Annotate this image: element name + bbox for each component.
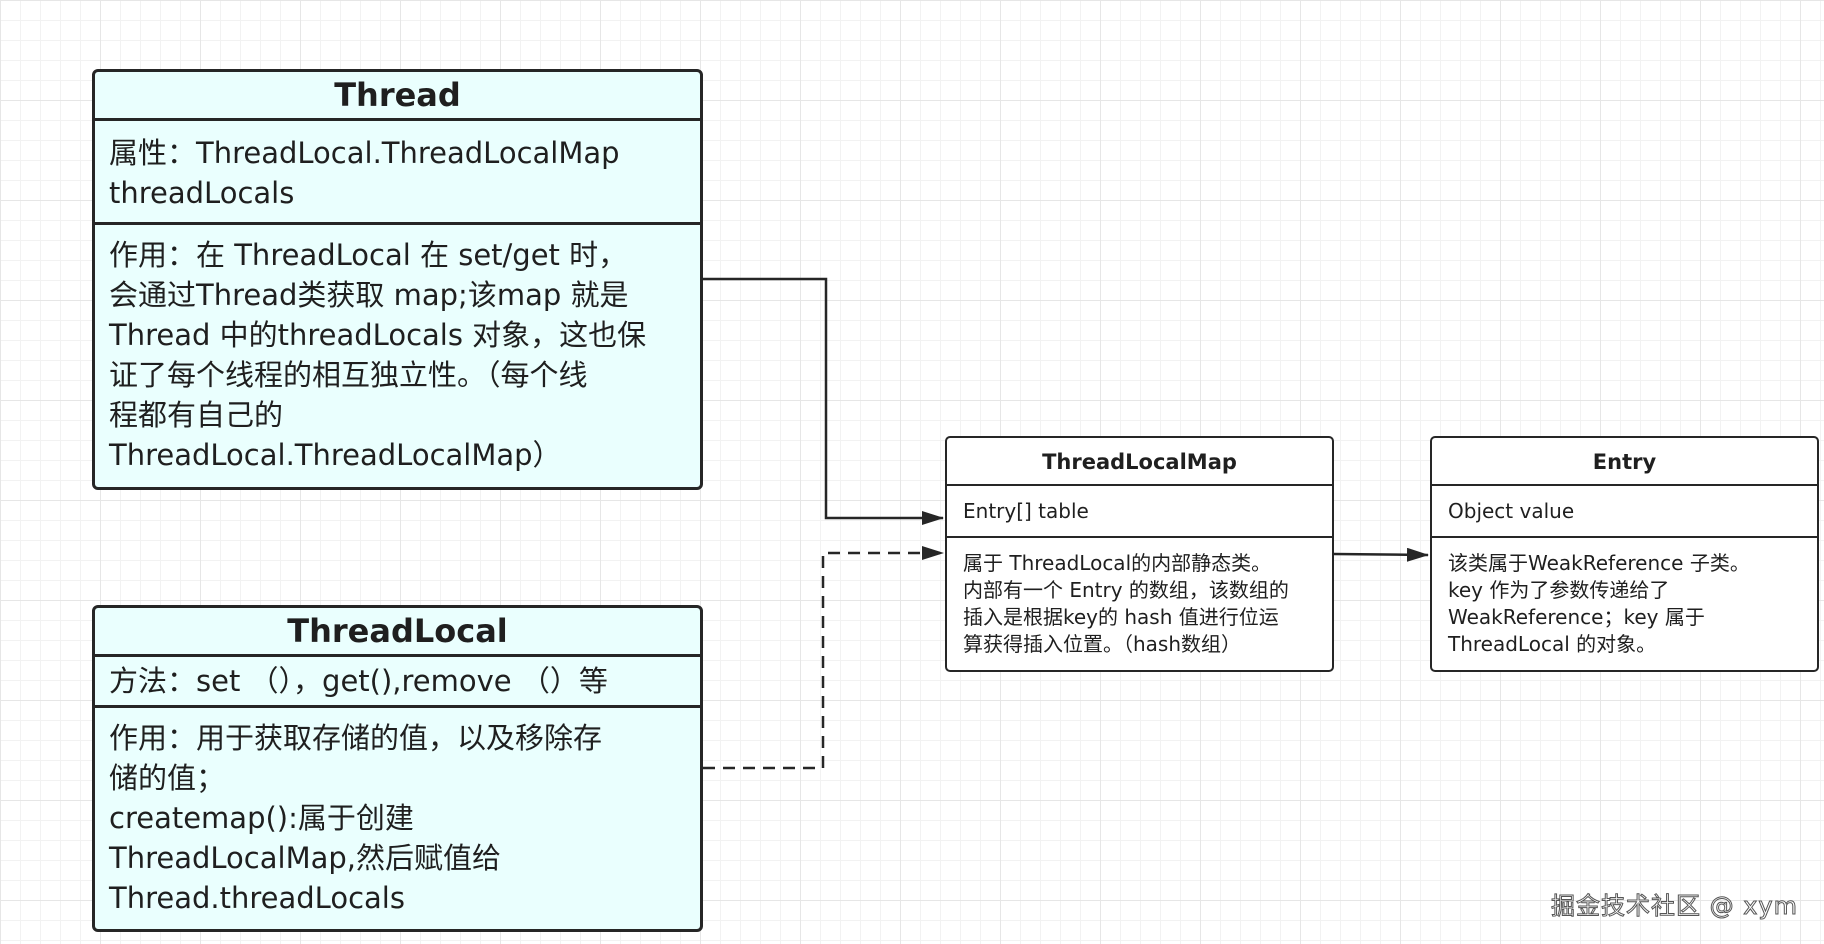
threadlocalmap-class-title: ThreadLocalMap xyxy=(947,438,1332,486)
threadlocal-class-description: 作用：用于获取存储的值，以及移除存 储的值； createmap():属于创建 … xyxy=(109,721,603,915)
threadlocal-to-threadlocalmap-dashed-arrow xyxy=(703,546,944,770)
threadlocal-class-box[interactable]: ThreadLocal 方法：set （），get(),remove （）等 作… xyxy=(92,605,703,932)
threadlocalmap-class-field: Entry[] table xyxy=(947,486,1332,538)
watermark-text: 掘金技术社区 @ xym xyxy=(1550,892,1798,921)
entry-class-description: 该类属于WeakReference 子类。 key 作为了参数传递给了 Weak… xyxy=(1448,551,1750,656)
entry-class-box[interactable]: Entry Object value 该类属于WeakReference 子类。… xyxy=(1430,436,1819,672)
thread-to-threadlocalmap-arrow xyxy=(703,277,944,525)
entry-class-field: Object value xyxy=(1432,486,1817,538)
threadlocal-class-title: ThreadLocal xyxy=(95,608,700,657)
thread-class-box[interactable]: Thread 属性：ThreadLocal.ThreadLocalMap thr… xyxy=(92,69,703,490)
threadlocalmap-class-description: 属于 ThreadLocal的内部静态类。 内部有一个 Entry 的数组，该数… xyxy=(963,551,1289,656)
entry-class-title: Entry xyxy=(1432,438,1817,486)
thread-class-attribute: 属性：ThreadLocal.ThreadLocalMap threadLoca… xyxy=(95,121,700,225)
thread-class-description: 作用：在 ThreadLocal 在 set/get 时， 会通过Thread类… xyxy=(109,238,647,472)
thread-class-title: Thread xyxy=(95,72,700,121)
threadlocalmap-to-entry-arrow xyxy=(1333,547,1429,562)
threadlocalmap-class-box[interactable]: ThreadLocalMap Entry[] table 属于 ThreadLo… xyxy=(945,436,1334,672)
threadlocal-class-methods: 方法：set （），get(),remove （）等 xyxy=(95,657,700,708)
